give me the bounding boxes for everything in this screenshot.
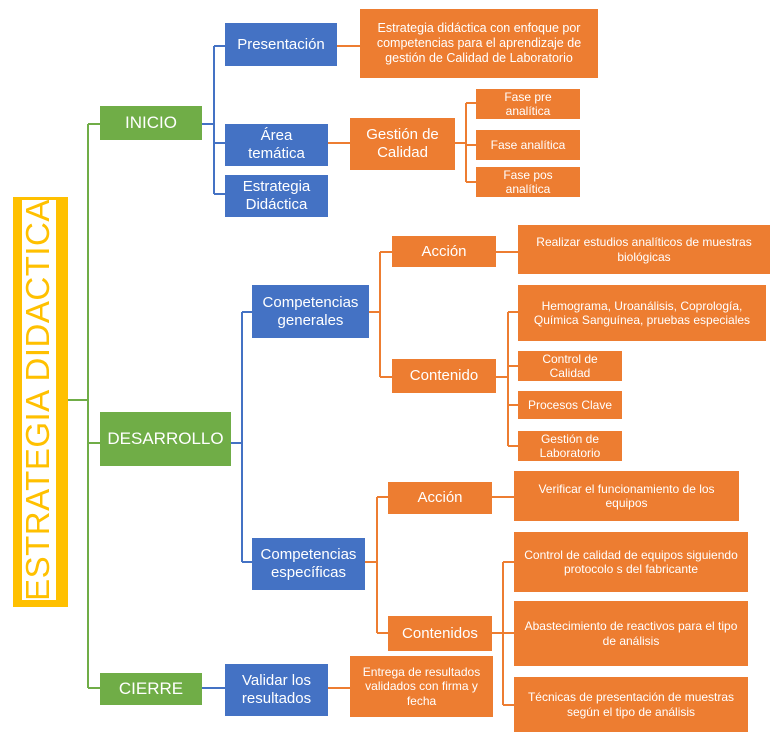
node-inicio: INICIO	[100, 106, 202, 140]
node-contenido-item-4: Gestión de Laboratorio	[518, 431, 622, 461]
node-cierre: CIERRE	[100, 673, 202, 705]
node-desarrollo: DESARROLLO	[100, 412, 231, 466]
node-competencias-generales: Competencias generales	[252, 285, 369, 338]
node-competencias-especificas: Competencias específicas	[252, 538, 365, 590]
node-contenido-item-2: Control de Calidad	[518, 351, 622, 381]
node-validar-detail: Entrega de resultados validados con firm…	[350, 656, 493, 717]
node-contenido-item-1: Hemograma, Uroanálisis, Coprología, Quím…	[518, 285, 766, 341]
diagram-title: ESTRATEGIA DIDACTICA	[19, 199, 56, 601]
node-contenido-item-3: Procesos Clave	[518, 391, 622, 419]
node-presentacion: Presentación	[225, 23, 337, 66]
node-gestion-calidad: Gestión de Calidad	[350, 118, 455, 170]
node-accion-especificas-detail: Verificar el funcionamiento de los equip…	[514, 471, 739, 521]
node-accion-especificas: Acción	[388, 482, 492, 514]
node-fase-analitica: Fase analítica	[476, 130, 580, 160]
node-estrategia-didactica: Estrategia Didáctica	[225, 175, 328, 217]
node-contenidos-item-2: Abastecimiento de reactivos para el tipo…	[514, 601, 748, 666]
node-area-tematica: Área temática	[225, 124, 328, 166]
node-fase-pre: Fase pre analítica	[476, 89, 580, 119]
node-presentacion-detail: Estrategia didáctica con enfoque por com…	[360, 9, 598, 78]
title-panel	[20, 200, 56, 600]
node-contenidos-item-3: Técnicas de presentación de muestras seg…	[514, 677, 748, 732]
node-contenido-generales: Contenido	[392, 359, 496, 393]
node-validar-resultados: Validar los resultados	[225, 664, 328, 716]
node-contenidos-especificas: Contenidos	[388, 616, 492, 651]
node-fase-pos: Fase pos analítica	[476, 167, 580, 197]
node-accion-generales: Acción	[392, 236, 496, 267]
node-accion-generales-detail: Realizar estudios analíticos de muestras…	[518, 225, 770, 274]
node-contenidos-item-1: Control de calidad de equipos siguiendo …	[514, 532, 748, 592]
